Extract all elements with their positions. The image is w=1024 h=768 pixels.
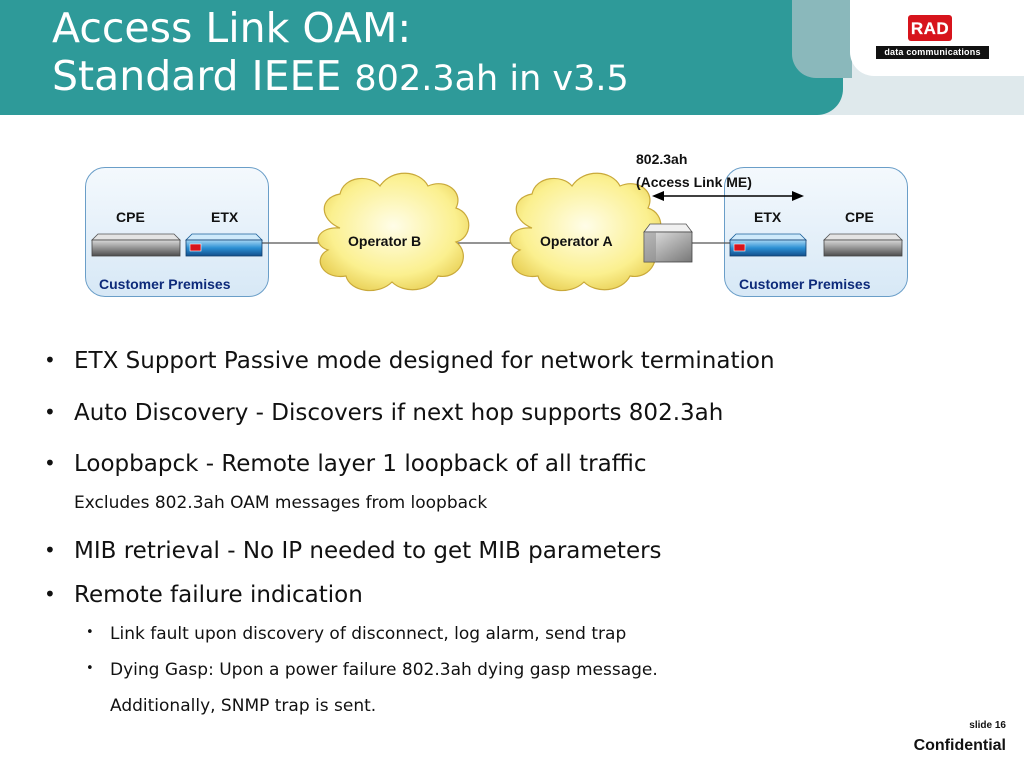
title-line-2-main: Standard IEEE — [52, 52, 355, 100]
cpe-device-left — [91, 233, 181, 257]
sub-bullet-text: Link fault upon discovery of disconnect,… — [110, 624, 627, 644]
customer-premises-right — [724, 167, 908, 297]
title-line-1: Access Link OAM: — [52, 4, 412, 52]
sub-bullet-continuation: Additionally, SNMP trap is sent. — [110, 696, 377, 716]
operator-b-label: Operator B — [348, 233, 422, 249]
logo-subtext: data communications — [876, 46, 989, 59]
bullet-dot-icon: • — [44, 400, 56, 424]
bullet-text: ETX Support Passive mode designed for ne… — [74, 348, 775, 374]
sub-bullet-dot-icon: • — [86, 661, 94, 676]
diagram-graphics — [91, 172, 903, 292]
bullet-text: Loopbapck - Remote layer 1 loopback of a… — [74, 451, 647, 477]
etx-device-left — [185, 233, 263, 257]
bullet-dot-icon: • — [44, 538, 56, 562]
cpe-device-right — [823, 233, 903, 257]
right-cpe-label: CPE — [845, 209, 874, 225]
etx-device-right — [729, 233, 807, 257]
bullet-dot-icon: • — [44, 348, 56, 372]
header-accent — [792, 0, 852, 78]
bullet-dot-icon: • — [44, 451, 56, 475]
left-etx-label: ETX — [211, 209, 239, 225]
bullet-text: Auto Discovery - Discovers if next hop s… — [74, 400, 724, 426]
network-diagram: 802.3ah (Access Link ME) CPE ETX ETX CPE… — [0, 140, 1024, 310]
rad-logo: RAD — [908, 15, 952, 41]
rad-logo-background — [908, 15, 952, 41]
cloud-operator-b — [317, 172, 470, 292]
title-band — [0, 0, 843, 115]
bullet-text: MIB retrieval - No IP needed to get MIB … — [74, 538, 662, 564]
left-cpe-label: CPE — [116, 209, 145, 225]
sub-bullet-text: Dying Gasp: Upon a power failure 802.3ah… — [110, 660, 658, 680]
right-premises-label: Customer Premises — [739, 276, 871, 292]
bullet-dot-icon: • — [44, 582, 56, 606]
operator-a-label: Operator A — [540, 233, 613, 249]
bullet-text: Remote failure indication — [74, 582, 363, 608]
rad-logo-text: RAD — [911, 19, 949, 38]
access-link-me-label-line-2: (Access Link ME) — [636, 174, 752, 190]
operator-edge-device — [643, 223, 693, 263]
access-link-me-arrow — [652, 191, 804, 201]
right-etx-label: ETX — [754, 209, 782, 225]
access-link-me-label-line-1: 802.3ah — [636, 151, 688, 167]
title-line-2: Standard IEEE 802.3ah in v3.5 — [52, 52, 629, 103]
slide-number: slide 16 — [969, 720, 1006, 731]
bullet-note: Excludes 802.3ah OAM messages from loopb… — [74, 493, 488, 513]
title-line-2-version: 802.3ah in v3.5 — [354, 59, 629, 99]
sub-bullet-dot-icon: • — [86, 625, 94, 640]
customer-premises-left — [85, 167, 269, 297]
confidential-label: Confidential — [913, 737, 1006, 754]
left-premises-label: Customer Premises — [99, 276, 231, 292]
page-title: Access Link OAM: Standard IEEE 802.3ah i… — [52, 4, 629, 103]
